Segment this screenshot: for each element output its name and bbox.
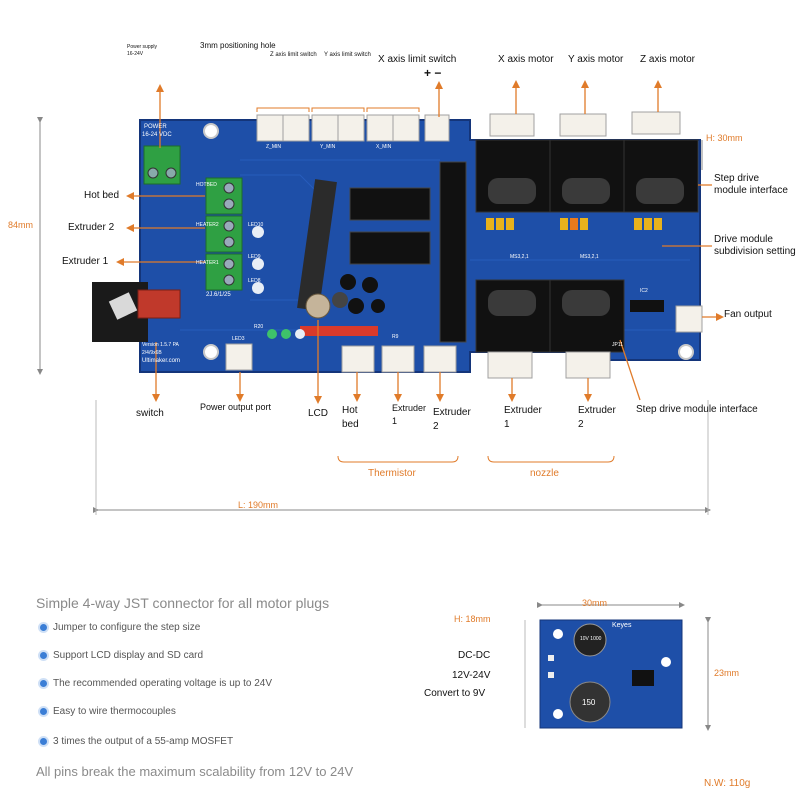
leds — [252, 226, 305, 339]
callout-arrows — [116, 80, 724, 404]
label-y-motor: Y axis motor — [568, 54, 624, 65]
silk-heater1: HEATER1 — [196, 260, 219, 266]
label-extruder1: Extruder 1 — [62, 256, 109, 267]
features-title: Simple 4-way JST connector for all motor… — [36, 595, 330, 611]
fan-output-connector — [675, 305, 703, 333]
silk-ms2: MS3,2,1 — [580, 254, 599, 260]
silk-ms: MS3,2,1 — [510, 254, 529, 260]
silk-ic2: IC2 — [640, 288, 648, 294]
silk-version: Version 1.5.7 PA — [142, 342, 179, 348]
silk-r9: R9 — [392, 334, 399, 340]
feature-item: Easy to wire thermocouples — [40, 706, 176, 717]
lcd-headers — [349, 161, 467, 343]
stepper-sockets-bottom — [475, 279, 625, 353]
label-power-supply: Power supply 16-24V — [127, 44, 158, 57]
mosfet-heatsink — [297, 179, 348, 319]
bullet-icon — [40, 679, 47, 687]
label-hot-bed-thermistor: Hot bed — [342, 405, 359, 430]
module-width-label: 30mm — [582, 598, 608, 608]
silk-led10: LED10 — [248, 222, 264, 228]
label-x-motor: X axis motor — [498, 54, 554, 65]
label-step-drive-iface2: Step drive module interface — [636, 404, 758, 415]
capacitors — [340, 274, 385, 314]
label-nozzle: nozzle — [530, 468, 559, 479]
silk-led3: LED3 — [232, 336, 245, 342]
silk-jp11: JP11 — [612, 342, 624, 348]
module-height-side-label: 23mm — [714, 668, 740, 678]
label-extruder2-nozzle: Extruder 2 — [578, 405, 616, 430]
label-extruder2: Extruder 2 — [68, 222, 115, 233]
module-board — [539, 619, 683, 729]
mounting-holes — [203, 123, 694, 360]
features-footer: All pins break the maximum scalability f… — [36, 764, 354, 779]
power-output-connector — [225, 343, 253, 371]
bullet-icon — [40, 707, 47, 715]
label-fan-output: Fan output — [724, 309, 772, 320]
silk-x-min: X_MIN — [376, 144, 392, 150]
label-length: L: 190mm — [238, 500, 279, 510]
silk-voltage: 16-24 VDC — [142, 132, 172, 138]
feature-item: 3 times the output of a 55-amp MOSFET — [40, 736, 233, 747]
silk-led9: LED9 — [248, 254, 261, 260]
label-step-drive-iface: Step drive module interface — [714, 173, 788, 196]
label-z-motor: Z axis motor — [640, 54, 696, 65]
silk-hotbed: HOTBED — [196, 182, 217, 188]
silk-date: 2/4/9x6B — [142, 350, 162, 356]
power-terminal — [143, 145, 181, 185]
label-power-output: Power output port — [200, 402, 272, 412]
silk-y-min: Y_MIN — [320, 144, 336, 150]
weight-label: N.W: 110g — [704, 778, 751, 789]
nozzle-connectors — [487, 351, 611, 379]
bullet-icon — [40, 651, 47, 659]
label-plus-minus: + − — [424, 66, 442, 80]
thermistor-connectors — [341, 345, 457, 373]
module-cap-label: 10V 1000 — [580, 636, 602, 642]
silk-conn-types: 2J.6/1/25 — [206, 292, 231, 298]
label-switch: switch — [136, 408, 164, 419]
label-thermistor: Thermistor — [368, 468, 416, 479]
rocker-switch — [92, 282, 181, 342]
silk-heater2: HEATER2 — [196, 222, 219, 228]
label-y-limit: Y axis limit switch — [324, 52, 371, 58]
module-convert-label: Convert to 9V — [424, 688, 486, 699]
label-extruder1-thermistor: Extruder 1 — [392, 403, 427, 426]
feature-item: The recommended operating voltage is up … — [40, 678, 272, 689]
ic2-chip — [630, 300, 664, 312]
label-z-limit: Z axis limit switch — [270, 52, 317, 58]
silk-website: Ultimaker.com — [142, 358, 181, 364]
module-height-h-label: H: 18mm — [454, 614, 491, 624]
label-drive-subdiv: Drive module subdivision setting — [714, 234, 796, 257]
label-extruder1-nozzle: Extruder 1 — [504, 405, 542, 430]
module-brand: Keyes — [612, 622, 632, 629]
label-h30: H: 30mm — [706, 133, 743, 143]
silk-r20: R20 — [254, 324, 264, 330]
label-extruder2-thermistor: Extruder 2 — [433, 407, 471, 432]
module-range-label: 12V-24V — [452, 670, 491, 681]
heater-terminals — [205, 177, 243, 291]
bullet-icon — [40, 737, 47, 745]
label-x-limit: X axis limit switch — [378, 54, 457, 65]
module-inductor-label: 150 — [582, 698, 596, 707]
module-dcdc-label: DC-DC — [458, 650, 491, 661]
feature-item: Jumper to configure the step size — [40, 622, 200, 633]
label-hot-bed: Hot bed — [84, 190, 120, 201]
label-height: 84mm — [8, 220, 34, 230]
silk-z-min: Z_MIN — [266, 144, 281, 150]
label-lcd: LCD — [308, 408, 329, 419]
label-positioning-hole: 3mm positioning hole — [200, 41, 276, 50]
brackets — [256, 107, 615, 463]
silk-power: POWER — [144, 124, 167, 130]
stepper-sockets-top — [475, 139, 699, 213]
limit-switch-connectors — [256, 114, 450, 142]
lcd-pin-header — [300, 326, 378, 336]
feature-item: Support LCD display and SD card — [40, 650, 203, 661]
bullet-icon — [40, 623, 47, 631]
motor-connectors — [489, 111, 681, 137]
silk-led8: LED8 — [248, 278, 261, 284]
